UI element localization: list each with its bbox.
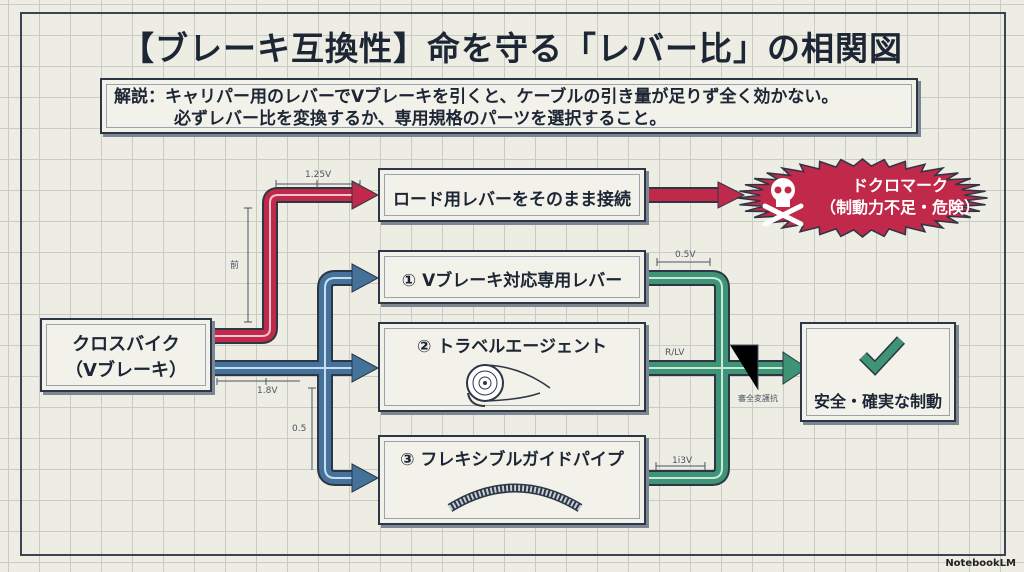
red-pipe — [210, 180, 746, 344]
green-pipe — [646, 270, 808, 486]
option-box-3: ③ フレキシブルガイドパイプ — [378, 435, 646, 525]
option-label-2: ② トラベルエージェント — [417, 337, 607, 357]
option-label-1: ① Vブレーキ対応専用レバー — [401, 271, 623, 291]
checkmark-icon — [859, 336, 906, 376]
dim-label: 0.5V — [675, 250, 696, 260]
pulley-icon — [466, 364, 551, 407]
dim-label: 前 — [230, 261, 240, 271]
source-box: クロスバイク （Vブレーキ） — [40, 318, 212, 392]
notebooklm-logo: NotebookLM — [945, 558, 1016, 569]
road-lever-label: ロード用レバーをそのまま接続 — [393, 190, 631, 210]
blue-pipe — [210, 263, 380, 493]
option-box-1: ① Vブレーキ対応専用レバー — [378, 250, 646, 304]
explanation-line-2: 必ずレバー比を変換するか、専用規格のパーツを選択すること。 — [174, 109, 667, 129]
frame-border — [20, 12, 1006, 556]
dim-label: 1.8V — [257, 386, 278, 396]
explanation-line-1: 解説：キャリパー用のレバーでVブレーキを引くと、ケーブルの引き量が足りず全く効か… — [114, 87, 839, 107]
dim-label: R/LV — [665, 348, 685, 358]
dim-label: 0.5 — [292, 424, 307, 434]
dim-label: 1i3V — [672, 456, 693, 466]
road-lever-box: ロード用レバーをそのまま接続 — [378, 168, 646, 222]
source-line-2: （Vブレーキ） — [65, 360, 187, 381]
dim-label: 1.25V — [305, 170, 332, 180]
result-box: 安全・確実な制動 — [800, 322, 956, 422]
danger-line-2: （制動力不足・危険） — [819, 198, 980, 217]
skull-crossbones-icon — [762, 178, 804, 227]
flex-pipe-icon — [447, 483, 583, 512]
option-label-3: ③ フレキシブルガイドパイプ — [400, 450, 624, 470]
source-line-1: クロスバイク — [72, 334, 180, 355]
danger-label: ドクロマーク （制動力不足・危険） — [810, 175, 990, 219]
option-box-2: ② トラベルエージェント — [378, 322, 646, 412]
result-label: 安全・確実な制動 — [813, 392, 942, 411]
explanation-box: 解説：キャリパー用のレバーでVブレーキを引くと、ケーブルの引き量が足りず全く効か… — [100, 78, 918, 134]
dimension-lines — [216, 180, 759, 470]
page-title: 【ブレーキ互換性】命を守る「レバー比」の相関図 — [121, 29, 903, 68]
danger-line-1: ドクロマーク — [851, 176, 948, 195]
dim-label: 審全変護抗 — [738, 394, 778, 403]
danger-badge — [737, 158, 988, 238]
